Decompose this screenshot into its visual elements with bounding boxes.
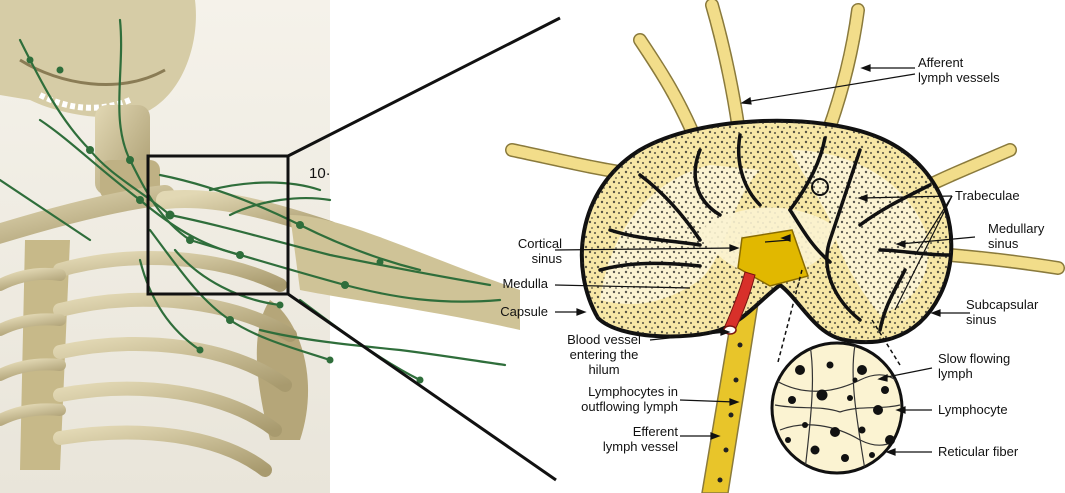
label-efferent-lymph-vessel: Efferent lymph vessel bbox=[540, 424, 678, 454]
label-subcapsular-sinus: Subcapsular sinus bbox=[966, 297, 1038, 327]
label-cortical-sinus: Cortical sinus bbox=[482, 236, 562, 266]
label-reticular-fiber: Reticular fiber bbox=[938, 444, 1018, 459]
figure-number: 10· bbox=[309, 166, 331, 181]
lymph-node-body bbox=[560, 100, 980, 360]
magnified-lymph-circle bbox=[772, 343, 905, 473]
skeleton-illustration bbox=[0, 0, 520, 493]
label-lymphocytes-in-outflowing-lymph: Lymphocytes in outflowing lymph bbox=[540, 384, 678, 414]
label-capsule: Capsule bbox=[482, 304, 548, 319]
label-medulla: Medulla bbox=[482, 276, 548, 291]
label-lymphocyte: Lymphocyte bbox=[938, 402, 1008, 417]
label-slow-flowing-lymph: Slow flowing lymph bbox=[938, 351, 1010, 381]
label-medullary-sinus: Medullary sinus bbox=[988, 221, 1044, 251]
label-blood-vessel: Blood vessel entering the hilum bbox=[556, 332, 652, 377]
label-trabeculae: Trabeculae bbox=[955, 188, 1020, 203]
label-afferent-lymph-vessels: Afferent lymph vessels bbox=[918, 55, 1000, 85]
